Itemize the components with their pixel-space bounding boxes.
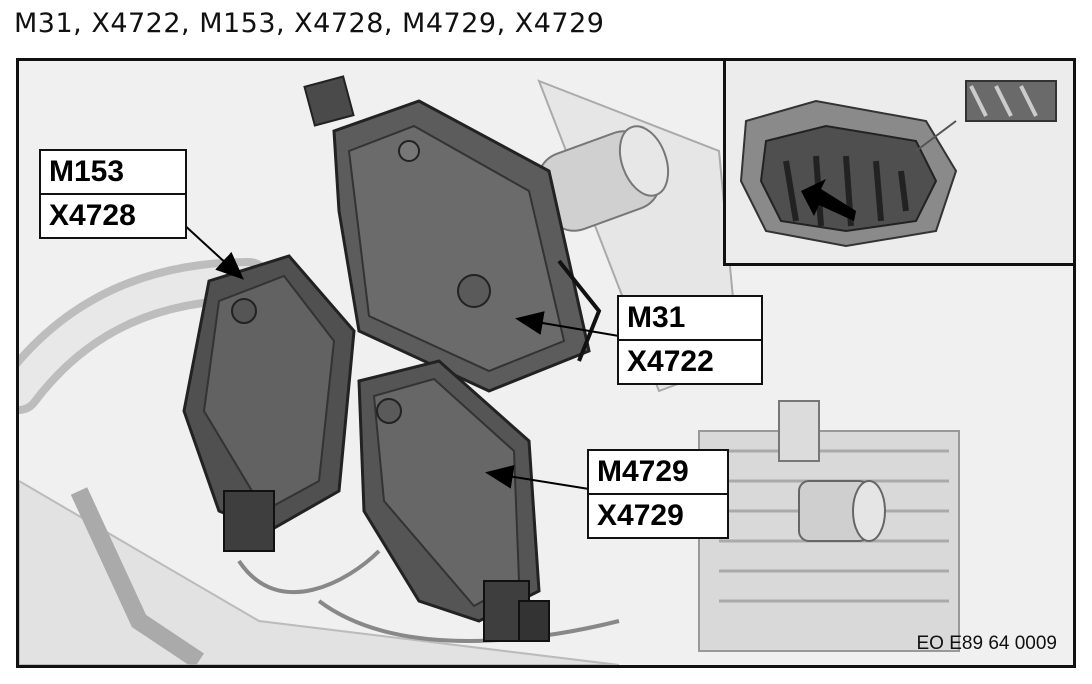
label-m31-line1: M31 [627,301,686,334]
label-m31: M31 X4722 [617,295,763,385]
label-m153-line2: X4728 [41,193,185,237]
label-m4729-line1: M4729 [597,455,689,488]
label-m31-line2: X4722 [619,339,761,383]
label-m4729: M4729 X4729 [587,449,729,539]
figure-caption: M31, X4722, M153, X4728, M4729, X4729 [14,8,605,39]
inset-drawing [726,61,1073,263]
label-m4729-line2: X4729 [589,493,727,537]
label-m153-line1: M153 [49,155,125,188]
component-illustration: M153 X4728 M31 X4722 M4729 X4729 EO E89 … [16,58,1076,668]
location-arrow-icon [801,179,856,221]
location-inset [723,61,1073,266]
label-m153: M153 X4728 [39,149,187,239]
reference-code: EO E89 64 0009 [916,633,1058,654]
